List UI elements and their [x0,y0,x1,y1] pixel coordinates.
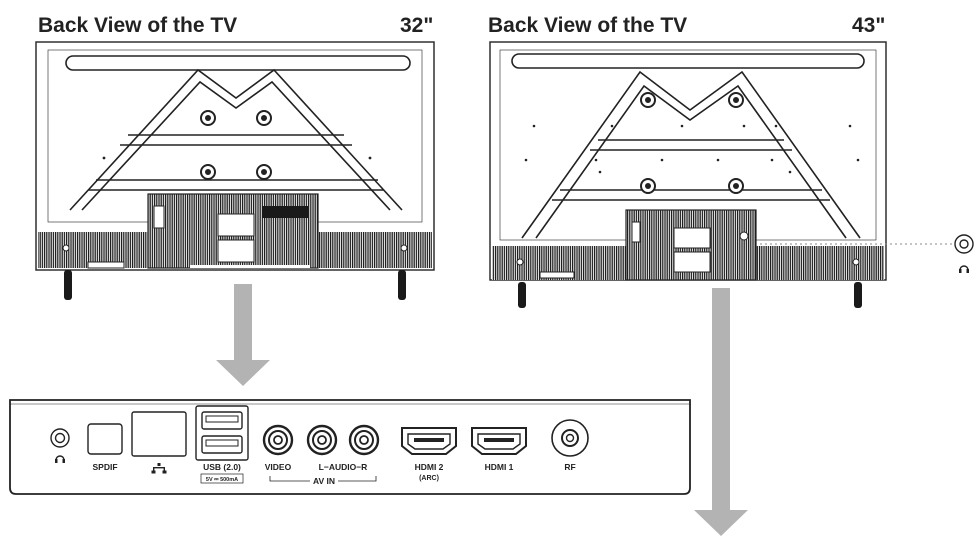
hdmi2-label: HDMI 2 [415,462,444,472]
headphone-icon [55,455,65,463]
tv-43-back-view [489,41,887,308]
spdif-port [87,423,123,455]
right-tv-title: Back View of the TV [488,14,688,37]
connector-panel: SPDIF USB (2.0) 5V ⎓ 500mA [9,399,691,495]
side-headphone-jack [954,234,974,254]
hdmi1-port [471,427,527,455]
audio-left-rca-jack [306,424,338,456]
left-tv-title: Back View of the TV [38,14,238,37]
headphone-jack-port [50,428,70,448]
audio-right-rca-jack [348,424,380,456]
spdif-label: SPDIF [92,462,117,472]
rf-port [551,419,589,457]
audio-label: L−AUDIO−R [319,462,368,472]
usb-label: USB (2.0) [203,462,241,472]
hdmi2-port [401,427,457,455]
ethernet-icon [151,463,167,474]
tv-32-back-view [35,41,435,300]
hdmi1-label: HDMI 1 [485,462,514,472]
right-tv-size: 43" [852,14,886,37]
video-label: VIDEO [265,462,292,472]
left-tv-size: 32" [400,14,434,37]
usb-spec-label: 5V ⎓ 500mA [206,477,238,483]
rf-label: RF [564,462,575,472]
hdmi2-arc-label: (ARC) [419,475,439,482]
ethernet-port [131,411,187,457]
av-in-label: AV IN [313,476,335,486]
usb-ports [195,405,249,461]
arrow-down-right [694,288,748,536]
arrow-down-left [216,284,270,386]
headphone-icon [959,265,969,273]
video-rca-jack [262,424,294,456]
